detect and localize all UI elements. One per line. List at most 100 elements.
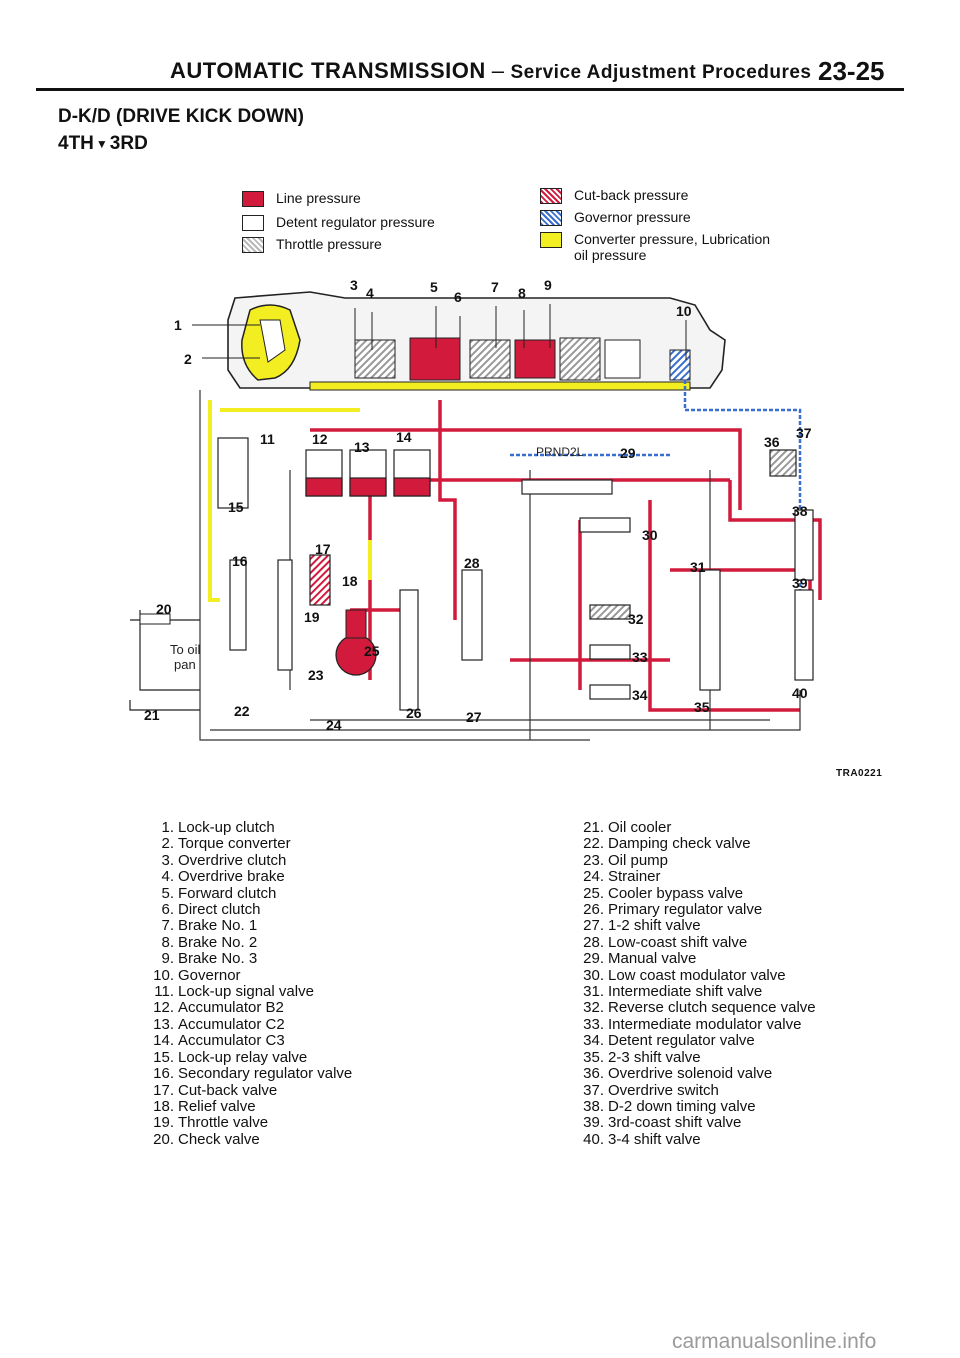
list-item: 35.2-3 shift valve [583,1048,701,1066]
legend-detent-pressure: Detent regulator pressure [242,214,435,231]
legend-label: Detent regulator pressure [276,214,435,230]
callout-13: 13 [354,439,370,455]
list-item: 40.3-4 shift valve [583,1130,701,1148]
callout-22: 22 [234,703,250,719]
callout-8: 8 [518,285,526,301]
callout-35: 35 [694,699,710,715]
callout-16: 16 [232,553,248,569]
callout-27: 27 [466,709,482,725]
valve-bodies [217,437,814,711]
callout-34: 34 [632,687,648,703]
callout-31: 31 [690,559,706,575]
list-item: 8.Brake No. 2 [161,933,258,951]
callout-26: 26 [406,705,422,721]
callout-18: 18 [342,573,358,589]
callout-33: 33 [632,649,648,665]
callout-4: 4 [366,285,374,301]
callout-5: 5 [430,279,438,295]
list-item: 33.Intermediate modulator valve [583,1015,802,1033]
list-item: 18.Relief valve [153,1097,256,1115]
shift-arrow-icon: ▼ [95,136,108,151]
callout-numbers: 1 2 3 4 5 6 7 8 9 10 11 12 13 14 15 16 1… [144,277,812,733]
list-item: 28.Low-coast shift valve [583,933,748,951]
legend-swatch-cutback [540,188,562,204]
callout-36: 36 [764,434,780,450]
list-item: 25.Cooler bypass valve [583,884,744,902]
callout-17: 17 [315,541,331,557]
list-item: 38.D-2 down timing valve [583,1097,756,1115]
list-item: 24.Strainer [583,868,661,886]
legend-label-2: oil pressure [574,247,647,263]
callout-32: 32 [628,611,644,627]
list-item: 17.Cut-back valve [153,1081,278,1099]
accumulators [305,449,431,497]
legend-swatch-converter [540,232,562,248]
callout-leaders [192,304,687,360]
oil-pan-label-1: To oil [170,642,200,657]
list-item: 30.Low coast modulator valve [583,966,786,984]
callout-28: 28 [464,555,480,571]
legend-swatch-line [242,191,264,207]
governor-passages [510,380,802,640]
callout-23: 23 [308,667,324,683]
parts-list-left: 1.Lock-up clutch 2.Torque converter 3.Ov… [146,819,353,1148]
list-item: 27.1-2 shift valve [583,917,701,935]
list-item: 36.Overdrive solenoid valve [583,1065,773,1083]
figure-code: TRA0221 [836,768,883,779]
callout-24: 24 [326,717,342,733]
list-item: 31.Intermediate shift valve [583,983,763,1001]
list-item: 9.Brake No. 3 [161,950,258,968]
list-item: 10.Governor [153,966,241,984]
legend-line-pressure: Line pressure [242,190,361,207]
section-title: AUTOMATIC TRANSMISSION [170,58,486,83]
legend-swatch-governor [540,210,562,226]
callout-29: 29 [620,445,636,461]
callout-7: 7 [491,279,499,295]
list-item: 16.Secondary regulator valve [153,1065,353,1083]
list-item: 3.Overdrive clutch [161,851,287,869]
list-item: 15.Lock-up relay valve [153,1048,308,1066]
manual-valve-label: PRND2L [536,445,584,459]
legend-cutback-pressure: Cut-back pressure [540,187,688,204]
legend-label: Converter pressure, Lubrication [574,231,771,247]
mode-from: 4TH [58,133,94,154]
parts-list-right: 21.Oil cooler 22.Damping check valve 23.… [576,819,816,1148]
page-number: 23-25 [818,56,885,86]
callout-38: 38 [792,503,808,519]
page-header-title: AUTOMATIC TRANSMISSION–Service Adjustmen… [170,58,812,84]
legend-label: Throttle pressure [276,236,382,252]
legend-label: Governor pressure [574,209,691,225]
callout-1: 1 [174,317,182,333]
list-item: 29.Manual valve [583,950,697,968]
callout-14: 14 [396,429,412,445]
list-item: 23.Oil pump [583,851,669,869]
callout-12: 12 [312,431,328,447]
oil-pan-label-2: pan [174,657,196,672]
list-item: 39.3rd-coast shift valve [583,1114,742,1132]
legend-converter-pressure: Converter pressure, Lubrication oil pres… [540,231,770,263]
hydraulic-circuit-diagram: 1 2 3 4 5 6 7 8 9 10 11 12 13 14 15 16 1… [129,277,822,741]
list-item: 37.Overdrive switch [583,1081,719,1099]
header-rule [36,88,904,91]
callout-3: 3 [350,277,358,293]
callout-21: 21 [144,707,160,723]
legend-label: Line pressure [276,190,361,206]
list-item: 2.Torque converter [161,835,291,853]
list-item: 26.Primary regulator valve [583,901,763,919]
list-item: 32.Reverse clutch sequence valve [583,999,816,1017]
callout-25: 25 [364,643,380,659]
list-item: 34.Detent regulator valve [583,1032,755,1050]
callout-6: 6 [454,289,462,305]
callout-40: 40 [792,685,808,701]
callout-9: 9 [544,277,552,293]
mode-to: 3RD [109,133,148,154]
callout-20: 20 [156,601,172,617]
callout-39: 39 [792,575,808,591]
list-item: 21.Oil cooler [583,819,672,836]
list-item: 13.Accumulator C2 [153,1015,285,1033]
list-item: 19.Throttle valve [153,1114,269,1132]
list-item: 22.Damping check valve [583,835,751,853]
list-item: 4.Overdrive brake [161,868,285,886]
legend-label-block: Converter pressure, Lubrication oil pres… [574,231,770,263]
callout-30: 30 [642,527,658,543]
